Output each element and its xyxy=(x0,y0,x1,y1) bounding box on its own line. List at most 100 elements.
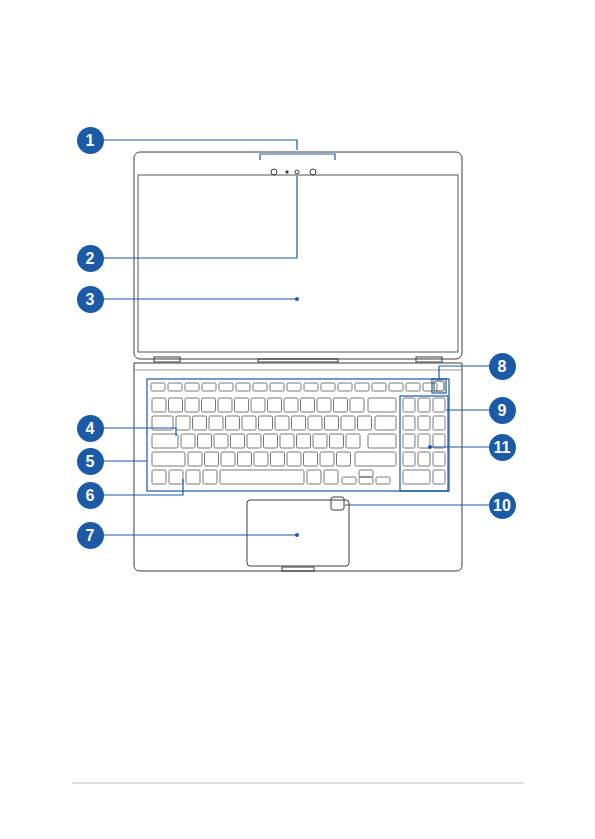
key xyxy=(307,470,321,484)
key xyxy=(358,416,372,430)
key xyxy=(433,470,445,484)
callout-number: 5 xyxy=(77,448,104,475)
key xyxy=(304,452,318,466)
keyboard xyxy=(151,383,445,484)
leader-dot xyxy=(428,445,432,449)
laptop-base xyxy=(134,363,462,571)
ir-camera xyxy=(310,169,316,175)
key xyxy=(198,434,212,448)
key xyxy=(368,434,396,448)
key xyxy=(193,416,207,430)
key xyxy=(181,434,195,448)
key xyxy=(301,398,315,412)
key xyxy=(403,398,415,412)
key xyxy=(284,398,298,412)
key xyxy=(152,452,185,466)
key xyxy=(253,383,267,391)
key xyxy=(221,452,235,466)
key xyxy=(313,434,327,448)
leader-dot xyxy=(295,533,299,537)
key xyxy=(271,452,285,466)
key xyxy=(342,477,356,484)
key xyxy=(292,416,306,430)
key xyxy=(338,383,352,391)
key xyxy=(346,434,360,448)
key xyxy=(202,383,216,391)
key xyxy=(168,383,182,391)
leader-line xyxy=(430,446,489,447)
key xyxy=(368,398,396,412)
key xyxy=(418,434,430,448)
key xyxy=(254,452,268,466)
key xyxy=(152,470,166,484)
key xyxy=(403,470,430,484)
key xyxy=(169,398,183,412)
key xyxy=(317,398,331,412)
fingerprint-sensor xyxy=(331,497,344,510)
key xyxy=(433,416,445,430)
key xyxy=(403,452,415,466)
leader-line xyxy=(439,366,489,380)
key xyxy=(375,416,396,430)
key xyxy=(308,416,322,430)
key xyxy=(209,416,223,430)
camera-led xyxy=(286,171,288,173)
key xyxy=(433,452,445,466)
camera xyxy=(271,169,277,175)
key xyxy=(297,434,311,448)
key xyxy=(188,452,202,466)
hinge xyxy=(154,357,180,362)
key xyxy=(321,383,335,391)
key xyxy=(238,452,252,466)
key xyxy=(247,434,261,448)
key xyxy=(203,470,217,484)
callout-number: 9 xyxy=(489,397,516,424)
callout-number: 11 xyxy=(489,434,516,461)
leader-line xyxy=(103,298,296,299)
leader-line xyxy=(103,176,297,258)
key xyxy=(151,383,165,391)
key xyxy=(341,416,355,430)
key xyxy=(185,398,199,412)
leader-line xyxy=(103,460,147,461)
callout-number: 6 xyxy=(77,482,104,509)
keyboard-frame xyxy=(147,379,449,491)
key xyxy=(205,452,219,466)
hinge-cover xyxy=(258,359,338,362)
leader-dot xyxy=(295,297,299,301)
leader-bracket xyxy=(260,154,335,160)
lid-notch xyxy=(282,567,314,571)
key xyxy=(355,452,396,466)
numpad-frame xyxy=(400,396,448,491)
key xyxy=(433,398,445,412)
key xyxy=(423,383,437,391)
key xyxy=(186,470,200,484)
key xyxy=(350,398,364,412)
key xyxy=(214,434,228,448)
key xyxy=(280,434,294,448)
key xyxy=(337,452,351,466)
key xyxy=(359,470,373,477)
key xyxy=(287,383,301,391)
key xyxy=(202,398,216,412)
callout-number: 7 xyxy=(77,522,104,549)
leader-line xyxy=(446,409,489,410)
key xyxy=(259,416,273,430)
key xyxy=(152,434,178,448)
key xyxy=(251,398,265,412)
key xyxy=(264,434,278,448)
key xyxy=(236,383,250,391)
key xyxy=(231,434,245,448)
key xyxy=(372,383,386,391)
laptop-lid xyxy=(134,152,462,359)
leader-line xyxy=(345,504,489,505)
key xyxy=(403,416,415,430)
key xyxy=(226,416,240,430)
key xyxy=(418,452,430,466)
camera xyxy=(295,170,299,174)
key xyxy=(389,383,403,391)
callout-number: 4 xyxy=(77,415,104,442)
leader-line xyxy=(103,534,296,535)
key xyxy=(325,416,339,430)
key xyxy=(330,434,344,448)
